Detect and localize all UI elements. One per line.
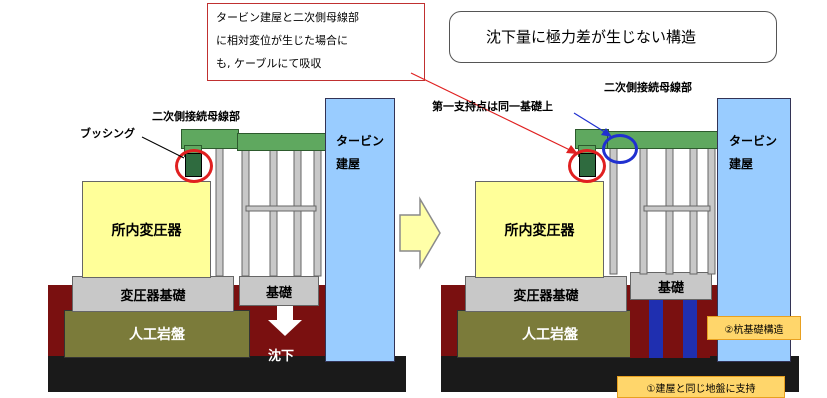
red-note-line-2: に相対変位が生じた場合に <box>216 34 348 47</box>
left-support-frame <box>215 147 322 277</box>
left-turbine-label-1: タービン <box>336 134 385 148</box>
bushing-pointer-line <box>141 136 185 159</box>
right-bushing-highlight-circle <box>568 149 606 183</box>
ground-support-label: ①建屋と同じ地盤に支持 <box>646 383 756 395</box>
red-note-arrow <box>410 72 578 154</box>
left-rock-label: 人工岩盤 <box>129 327 185 343</box>
red-note-line-1: タービン建屋と二次側母線部 <box>216 11 359 24</box>
left-bus-horizontal-b <box>237 133 327 151</box>
left-turbine-building <box>325 98 395 362</box>
right-turbine-label-1: タービン <box>729 134 778 148</box>
left-artificial-rock: 人工岩盤 <box>64 310 250 358</box>
right-transformer-base: 変圧器基礎 <box>465 276 627 312</box>
right-rock-label: 人工岩盤 <box>522 327 578 343</box>
right-artificial-rock: 人工岩盤 <box>457 310 643 358</box>
right-bus-label: 二次側接続母線部 <box>604 81 692 94</box>
left-transformer-label: 所内変圧器 <box>111 222 182 239</box>
right-pile-1 <box>649 296 663 358</box>
right-transformer-label: 所内変圧器 <box>504 222 575 239</box>
left-turbine-label-2: 建屋 <box>336 157 361 171</box>
pile-structure-label-box: ②杭基礎構造 <box>707 316 801 340</box>
right-foundation: 基礎 <box>630 272 712 300</box>
pile-structure-label: ②杭基礎構造 <box>724 324 784 336</box>
left-foundation-label: 基礎 <box>265 285 292 301</box>
right-turbine-label-2: 建屋 <box>729 157 754 171</box>
subsidence-label: 沈下 <box>268 349 295 364</box>
bushing-label: ブッシング <box>80 127 135 140</box>
left-transformer-base-label: 変圧器基礎 <box>120 288 186 304</box>
right-support-label: 第一支持点は同一基礎上 <box>432 100 553 113</box>
right-transformer: 所内変圧器 <box>475 181 604 278</box>
subsidence-arrow-icon <box>268 306 302 336</box>
left-ground <box>48 356 406 392</box>
red-note-box <box>207 3 425 81</box>
left-bushing-highlight-circle <box>175 149 213 183</box>
left-transformer: 所内変圧器 <box>82 181 211 278</box>
right-foundation-label: 基礎 <box>657 280 684 296</box>
right-pile-2 <box>683 296 697 358</box>
structure-note-text: 沈下量に極力差が生じない構造 <box>486 28 697 46</box>
left-foundation: 基礎 <box>239 276 319 306</box>
right-support-highlight-circle <box>602 134 638 164</box>
support-pointer-arrow <box>573 112 612 137</box>
structure-note-box <box>449 11 777 63</box>
left-bus-label: 二次側接続母線部 <box>152 110 240 123</box>
red-note-line-3: も, ケーブルにて吸収 <box>216 57 322 70</box>
right-pile-area <box>630 296 710 358</box>
ground-support-label-box: ①建屋と同じ地盤に支持 <box>617 376 785 398</box>
right-transformer-base-label: 変圧器基礎 <box>513 288 579 304</box>
transition-arrow-icon <box>399 196 441 270</box>
left-transformer-base: 変圧器基礎 <box>72 276 234 312</box>
